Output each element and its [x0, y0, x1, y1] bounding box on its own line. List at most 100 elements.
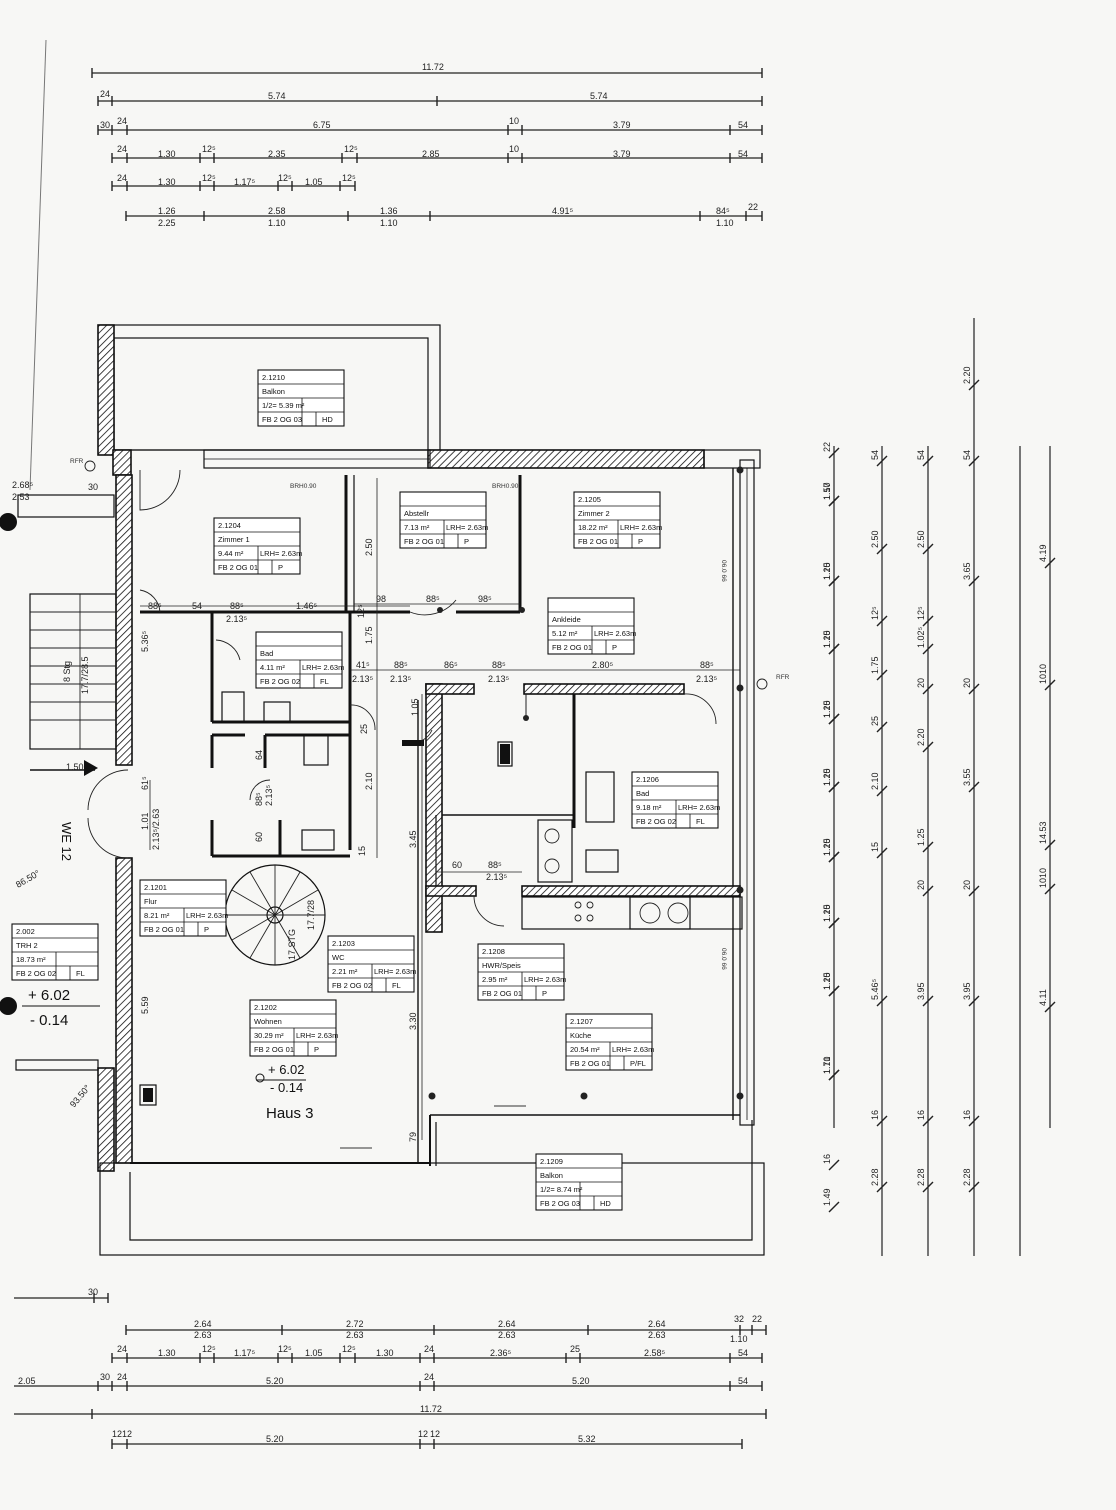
dimension-label: 16: [962, 1110, 972, 1120]
svg-text:30: 30: [100, 120, 110, 130]
dimension-label: 1.75: [870, 656, 880, 674]
svg-text:88⁵: 88⁵: [492, 660, 506, 670]
svg-text:2.53: 2.53: [12, 492, 30, 502]
room-name: Balkon: [540, 1171, 563, 1180]
svg-text:12⁵: 12⁵: [344, 144, 358, 154]
svg-text:RFR: RFR: [776, 674, 790, 681]
svg-text:BRH0.90: BRH0.90: [492, 483, 519, 490]
room-name: TRH 2: [16, 941, 38, 950]
svg-text:54: 54: [738, 120, 748, 130]
dimension-label: 2.28: [962, 1168, 972, 1186]
svg-text:1.17⁵: 1.17⁵: [234, 1348, 256, 1358]
svg-text:10: 10: [509, 144, 519, 154]
svg-text:88⁵: 88⁵: [426, 594, 440, 604]
room-code: FB 2 OG 01: [482, 989, 522, 998]
svg-text:2.63: 2.63: [194, 1330, 212, 1340]
room-area: 7.13 m²: [404, 523, 430, 532]
svg-text:88⁵: 88⁵: [230, 601, 244, 611]
svg-text:2.10: 2.10: [364, 772, 374, 790]
dimension-label: 1.25: [822, 562, 832, 580]
svg-text:24: 24: [424, 1372, 434, 1382]
dimension-label: 1.25: [822, 630, 832, 648]
dimension-label: 20: [916, 678, 926, 688]
room-area: 9.44 m²: [218, 549, 244, 558]
svg-text:24: 24: [117, 144, 127, 154]
svg-text:2.13⁵: 2.13⁵: [488, 674, 510, 684]
svg-text:5.36⁵: 5.36⁵: [140, 630, 150, 652]
dimension-label: 4.11: [1038, 989, 1048, 1006]
room-area: 18.22 m²: [578, 523, 608, 532]
svg-text:25: 25: [359, 724, 369, 734]
svg-text:61⁵: 61⁵: [140, 776, 150, 790]
svg-text:54: 54: [738, 1348, 748, 1358]
svg-text:1.05: 1.05: [410, 698, 420, 716]
svg-text:22: 22: [748, 202, 758, 212]
svg-text:2.58: 2.58: [268, 206, 286, 216]
dimension-label: 2.28: [870, 1168, 880, 1186]
svg-text:12⁵: 12⁵: [202, 144, 216, 154]
svg-text:5.59: 5.59: [140, 996, 150, 1014]
svg-text:06.0 66: 06.0 66: [720, 560, 727, 582]
svg-text:32: 32: [734, 1314, 744, 1324]
svg-text:12⁵: 12⁵: [278, 173, 292, 183]
dimension-label: 16: [916, 1110, 926, 1120]
svg-text:86⁵: 86⁵: [444, 660, 458, 670]
svg-text:24: 24: [117, 173, 127, 183]
room-code: FB 2 OG 03: [540, 1199, 580, 1208]
svg-text:2.64: 2.64: [498, 1319, 516, 1329]
svg-text:2.64: 2.64: [648, 1319, 666, 1329]
svg-text:2.05: 2.05: [18, 1376, 36, 1386]
svg-text:1.01: 1.01: [140, 812, 150, 830]
dimension-label: 1.25: [822, 700, 832, 718]
svg-text:12⁵: 12⁵: [342, 173, 356, 183]
svg-text:54: 54: [738, 149, 748, 159]
svg-text:17 STG: 17 STG: [287, 929, 297, 960]
dimension-label: 2.50: [916, 530, 926, 548]
dimension-label: 1.10: [822, 768, 832, 786]
svg-text:12⁵: 12⁵: [356, 604, 366, 618]
room-code: FB 2 OG 02: [16, 969, 56, 978]
svg-text:24: 24: [117, 116, 127, 126]
room-type: P: [464, 537, 469, 546]
svg-text:1.75: 1.75: [364, 626, 374, 644]
svg-text:11.72: 11.72: [422, 62, 444, 72]
svg-text:4.91⁵: 4.91⁵: [552, 206, 574, 216]
svg-text:30: 30: [88, 482, 98, 492]
exterior-stair: [29, 593, 117, 750]
svg-text:64: 64: [254, 750, 264, 760]
room-id: 2.1206: [636, 775, 659, 784]
dimension-label: 3.95: [962, 982, 972, 1000]
dimension-label: 5.46⁵: [870, 978, 880, 1000]
svg-text:5.32: 5.32: [578, 1434, 596, 1444]
room-type: HD: [600, 1199, 611, 1208]
svg-text:60: 60: [254, 832, 264, 842]
svg-text:1.10: 1.10: [380, 218, 398, 228]
svg-text:2.63: 2.63: [346, 1330, 364, 1340]
dimension-label: 1010: [1038, 868, 1048, 888]
svg-text:2.13⁵: 2.13⁵: [226, 614, 248, 624]
svg-text:2.64: 2.64: [194, 1319, 212, 1329]
room-code: FB 2 OG 01: [218, 563, 258, 572]
svg-text:1.10: 1.10: [730, 1334, 748, 1344]
svg-text:6.75: 6.75: [313, 120, 331, 130]
dimension-label: 1.10: [822, 630, 832, 648]
dimension-label: 2.50: [870, 530, 880, 548]
dimension-label: 1.71: [822, 1056, 832, 1074]
building-walls: [0, 324, 768, 1256]
svg-text:88⁵: 88⁵: [254, 792, 264, 806]
room-code: FB 2 OG 03: [262, 415, 302, 424]
dimension-label: 1.49: [822, 1188, 832, 1206]
dimension-label: 20: [916, 880, 926, 890]
svg-text:5.20: 5.20: [572, 1376, 590, 1386]
room-code: FB 2 OG 01: [144, 925, 184, 934]
svg-text:1.30: 1.30: [376, 1348, 394, 1358]
svg-text:RFR: RFR: [70, 458, 84, 465]
